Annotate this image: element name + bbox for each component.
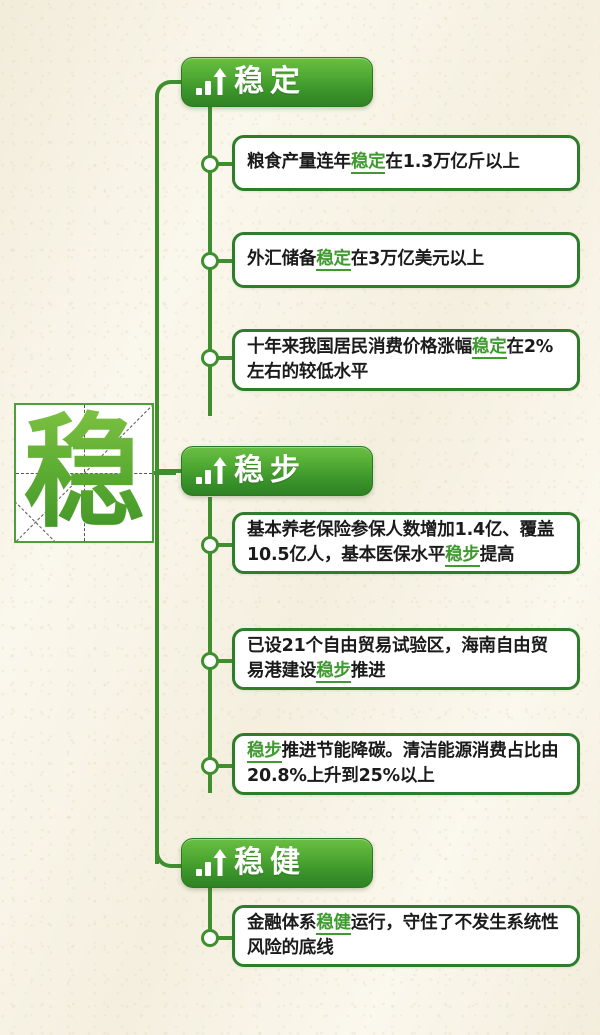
section-title-steady: 稳步: [234, 453, 306, 488]
center-character: 稳: [16, 405, 152, 541]
connector-corner-top: [155, 80, 187, 110]
fact-text: 粮食产量连年稳定在1.3万亿斤以上: [247, 150, 520, 175]
fact-text: 外汇储备稳定在3万亿美元以上: [247, 247, 484, 272]
branch-stub-item-2-3: [214, 764, 240, 768]
branch-line-section-2: [208, 497, 212, 793]
fact-keyword: 稳定: [350, 152, 386, 175]
node-item-2-3: [201, 757, 219, 775]
fact-text: 金融体系稳健运行，守住了不发生系统性风险的底线: [247, 911, 565, 962]
fact-text-pre: 基本养老保险参保人数增加1.4亿、覆盖10.5亿人，基本医保水平: [247, 519, 555, 565]
fact-text: 稳步推进节能降碳。清洁能源消费占比由20.8%上升到25%以上: [247, 739, 565, 790]
node-item-2-2: [201, 652, 219, 670]
fact-card[interactable]: 外汇储备稳定在3万亿美元以上: [232, 232, 580, 288]
node-item-3-1: [201, 929, 219, 947]
node-item-1-2: [201, 252, 219, 270]
branch-stub-item-1-2: [214, 259, 240, 263]
fact-text-post: 在3万亿美元以上: [350, 249, 484, 270]
fact-keyword: 稳步: [316, 661, 351, 683]
fact-keyword: 稳定: [471, 336, 507, 359]
fact-text-post: 提高: [479, 545, 515, 565]
section-title-sound: 稳健: [234, 845, 306, 880]
fact-text-pre: 已设21个自由贸易试验区，海南自由贸易港建设: [247, 635, 548, 681]
branch-stub-item-2-2: [214, 659, 240, 663]
bar-chart-arrow-up-icon: [196, 457, 227, 484]
fact-card[interactable]: 基本养老保险参保人数增加1.4亿、覆盖10.5亿人，基本医保水平稳步提高: [232, 512, 580, 574]
bar-chart-arrow-up-icon: [196, 849, 227, 876]
fact-text: 十年来我国居民消费价格涨幅稳定在2%左右的较低水平: [247, 335, 565, 386]
fact-keyword: 稳健: [316, 912, 351, 935]
fact-text-post: 在2%左右的较低水平: [247, 336, 554, 382]
fact-text-post: 推进节能降碳。清洁能源消费占比由20.8%上升到25%以上: [247, 740, 559, 786]
fact-card[interactable]: 十年来我国居民消费价格涨幅稳定在2%左右的较低水平: [232, 329, 580, 391]
fact-text-pre: 外汇储备: [247, 249, 317, 270]
connector-main-spine: [155, 96, 159, 864]
grid-line-vertical: [84, 405, 85, 541]
fact-keyword: 稳步: [247, 740, 282, 763]
branch-stub-item-1-1: [214, 162, 240, 166]
fact-text-pre: 十年来我国居民消费价格涨幅: [247, 336, 472, 357]
fact-text-post: 运行，守住了不发生系统性风险的底线: [247, 912, 559, 958]
section-header-stable[interactable]: 稳定: [181, 57, 373, 107]
connector-center-stub: [154, 471, 176, 475]
node-item-1-1: [201, 155, 219, 173]
branch-stub-item-3-1: [214, 936, 240, 940]
branch-stub-item-2-1: [214, 543, 240, 547]
connector-corner-bottom: [155, 838, 187, 868]
bar-chart-arrow-up-icon: [196, 68, 227, 95]
fact-keyword: 稳步: [445, 545, 480, 567]
fact-card[interactable]: 金融体系稳健运行，守住了不发生系统性风险的底线: [232, 905, 580, 967]
section-title-stable: 稳定: [234, 64, 306, 99]
fact-text-pre: 粮食产量连年: [247, 152, 351, 173]
center-character-box: 稳: [14, 403, 154, 543]
node-item-2-1: [201, 536, 219, 554]
fact-text: 基本养老保险参保人数增加1.4亿、覆盖10.5亿人，基本医保水平稳步提高: [247, 518, 565, 569]
branch-line-section-3: [208, 884, 212, 941]
fact-card[interactable]: 稳步推进节能降碳。清洁能源消费占比由20.8%上升到25%以上: [232, 733, 580, 795]
connector-stub-section-2: [155, 469, 185, 473]
section-header-steady[interactable]: 稳步: [181, 446, 373, 496]
fact-card[interactable]: 粮食产量连年稳定在1.3万亿斤以上: [232, 135, 580, 191]
fact-card[interactable]: 已设21个自由贸易试验区，海南自由贸易港建设稳步推进: [232, 628, 580, 690]
branch-stub-item-1-3: [214, 356, 240, 360]
fact-keyword: 稳定: [316, 249, 351, 272]
fact-text: 已设21个自由贸易试验区，海南自由贸易港建设稳步推进: [247, 634, 565, 685]
node-item-1-3: [201, 349, 219, 367]
fact-text-pre: 金融体系: [247, 912, 317, 933]
section-header-sound[interactable]: 稳健: [181, 838, 373, 888]
fact-text-post: 在1.3万亿斤以上: [385, 152, 520, 173]
fact-text-post: 推进: [350, 661, 386, 681]
